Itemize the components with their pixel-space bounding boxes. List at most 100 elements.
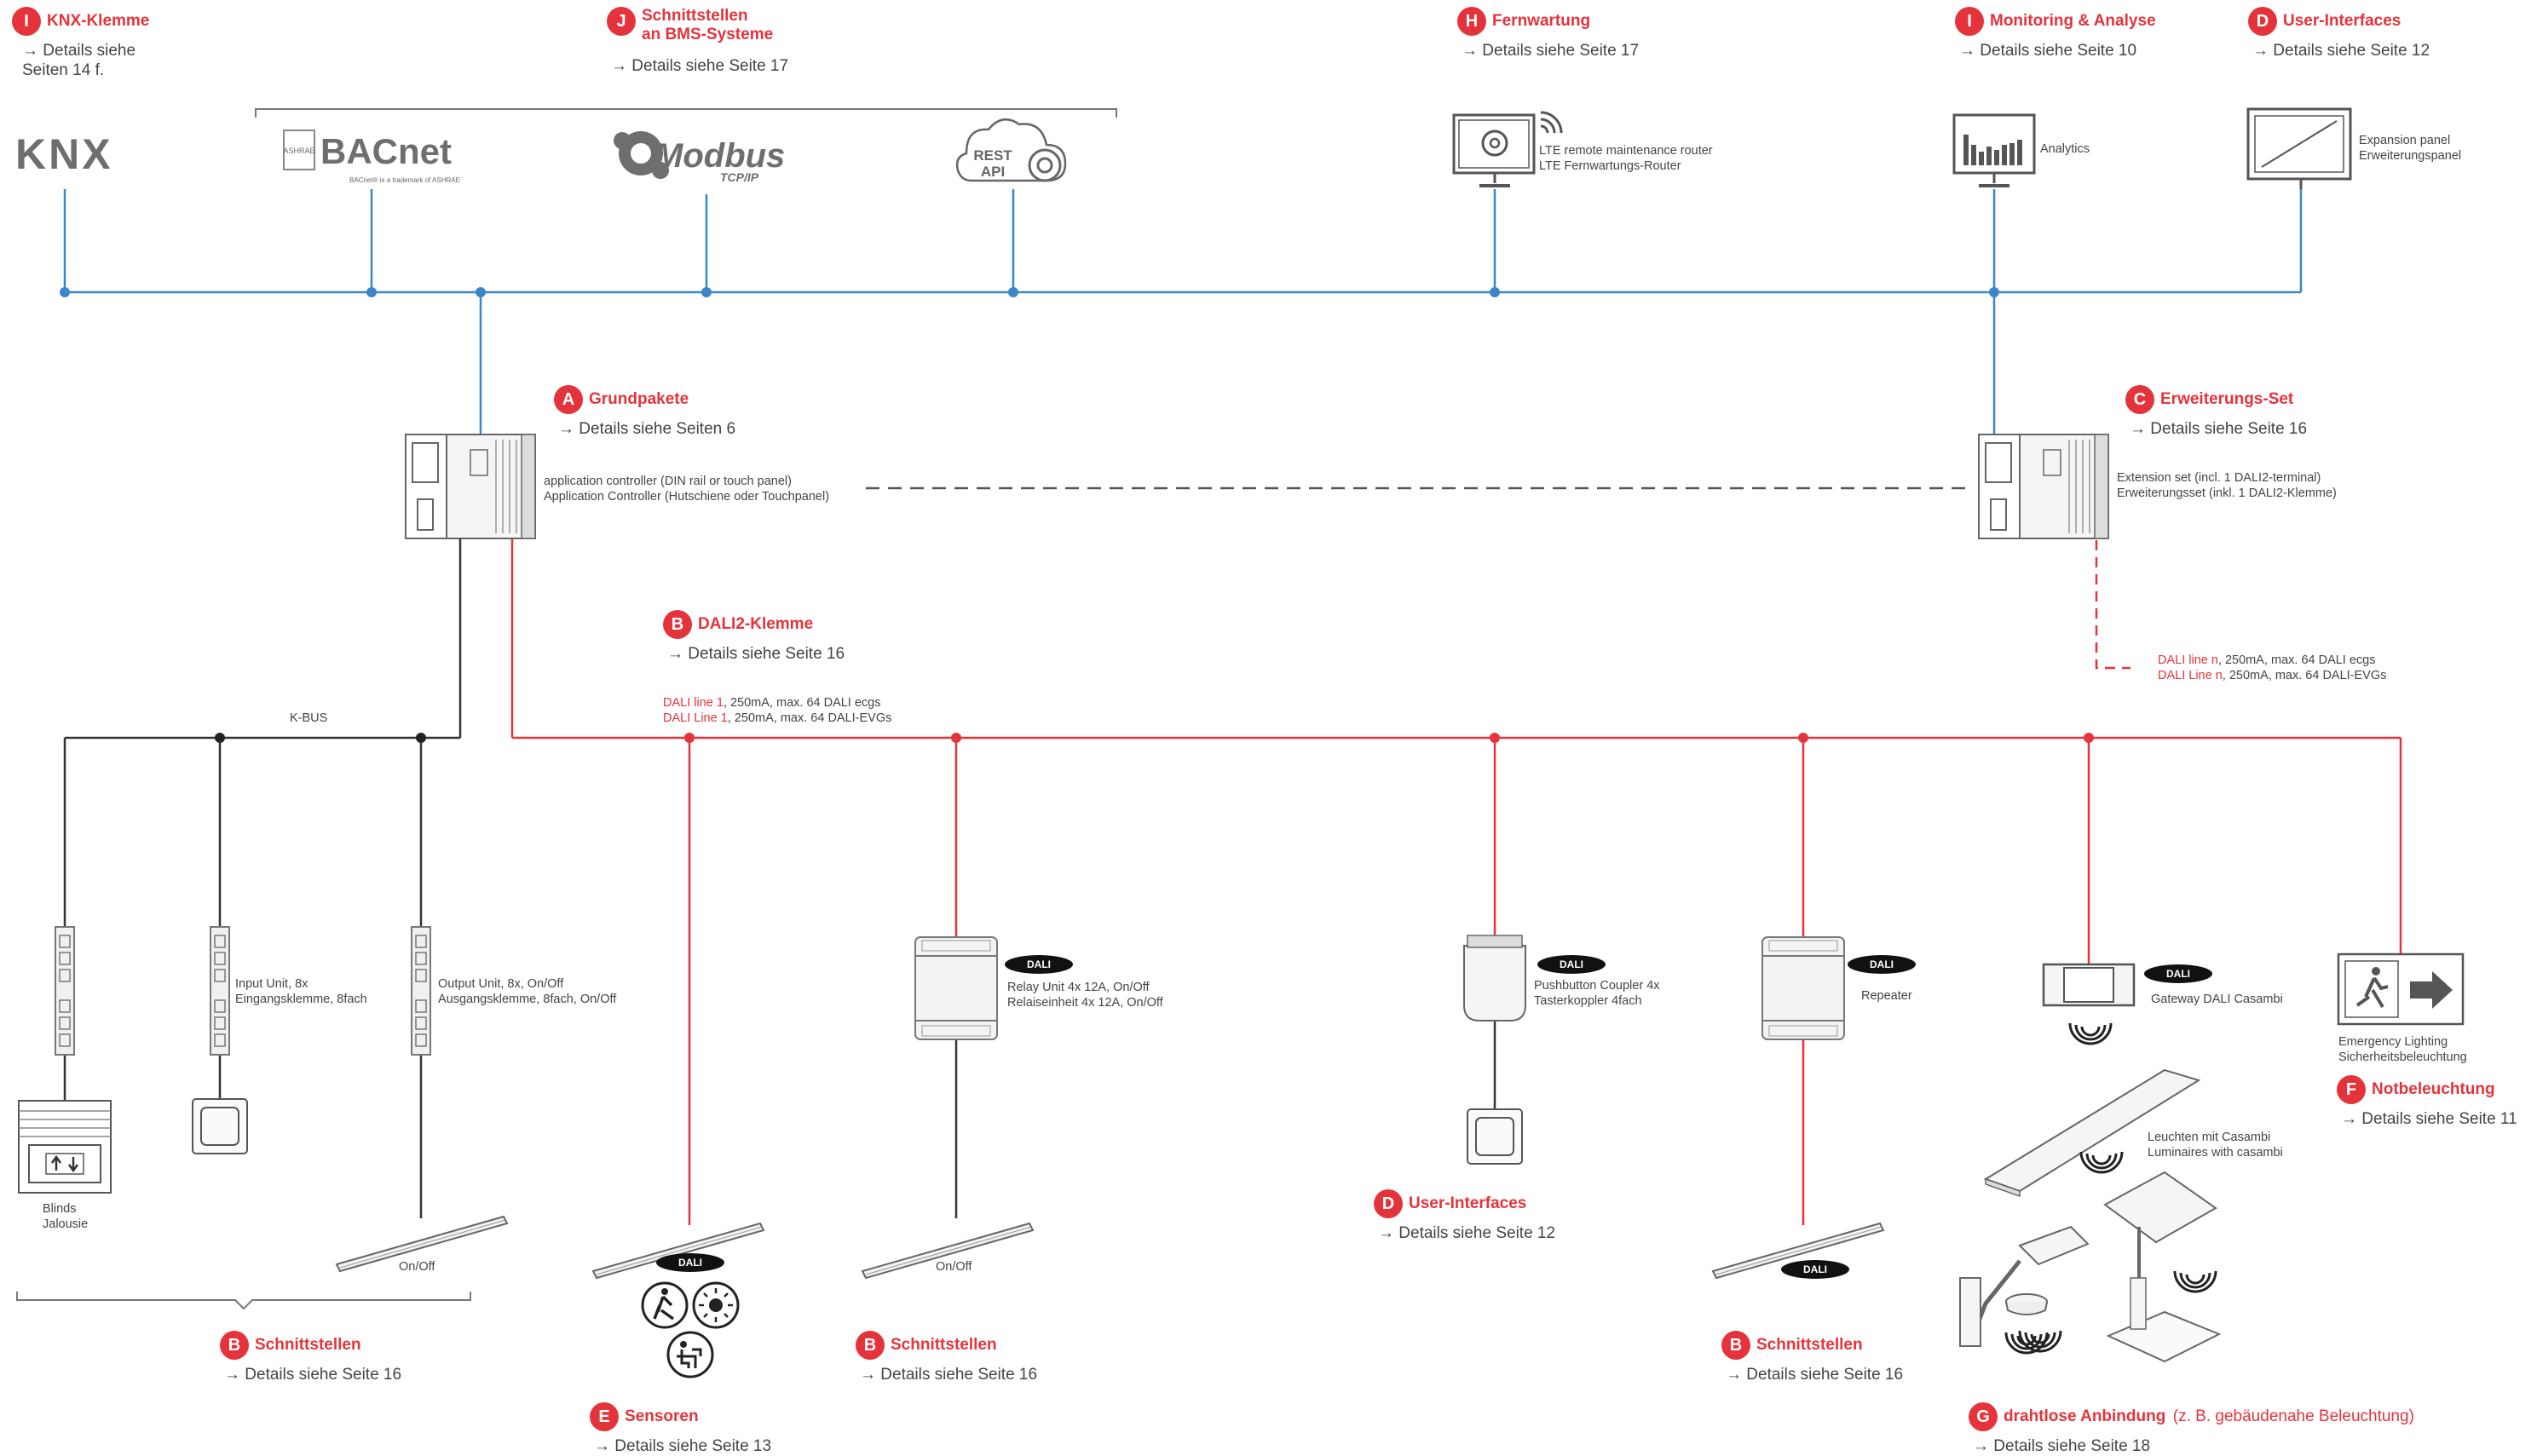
ip-bus	[63, 189, 2303, 434]
heading-title-line1: Schnittstellen	[642, 7, 748, 25]
badge-a: A	[554, 385, 583, 414]
svg-text:Modbus: Modbus	[654, 137, 785, 175]
svg-text:REST: REST	[973, 147, 1012, 164]
dali-line-n-dashed	[2095, 540, 2131, 670]
badge-g: G	[1969, 1402, 1998, 1431]
bacnet-logo: ASHRAE BACnet BACnet® is a trademark of …	[283, 129, 460, 184]
expansion-panel-icon	[2246, 107, 2352, 189]
details-link[interactable]: → Details siehe Seite 17	[611, 57, 789, 75]
dali-line-n-label: DALI line n, 250mA, max. 64 DALI ecgs DA…	[2158, 653, 2387, 682]
svg-text:DALI: DALI	[1027, 958, 1051, 970]
badge-d: D	[1374, 1189, 1403, 1218]
heading-title: Erweiterungs-Set	[2160, 390, 2294, 408]
sensor-workplace-icon	[666, 1331, 714, 1378]
bus-junctions	[60, 287, 1999, 297]
details-link[interactable]: → Details siehe Seite 16	[2130, 420, 2308, 438]
svg-text:BACnet: BACnet	[320, 131, 452, 171]
badge-i: I	[1955, 7, 1984, 36]
details-link[interactable]: → Details siehe Seite 12	[1378, 1224, 1556, 1242]
sensor-daylight-icon	[692, 1281, 740, 1329]
details-link-line1[interactable]: → Details siehe	[22, 42, 136, 60]
analytics-monitor-icon	[1952, 113, 2036, 187]
casambi-street-light-icon	[1959, 1225, 2090, 1347]
details-link[interactable]: → Details siehe Seite 17	[1462, 42, 1640, 60]
badge-j: J	[607, 7, 636, 36]
heading-title: Schnittstellen	[891, 1336, 997, 1354]
details-link[interactable]: → Details siehe Seite 10	[1959, 42, 2137, 60]
svg-text:BACnet® is a trademark of ASHR: BACnet® is a trademark of ASHRAE	[349, 176, 460, 184]
header-schnittstellen-2: B Schnittstellen → Details siehe Seite 16	[856, 1331, 1037, 1384]
heading-title: Notbeleuchtung	[2372, 1080, 2495, 1098]
svg-text:ASHRAE: ASHRAE	[283, 147, 314, 155]
details-link[interactable]: → Details siehe Seiten 6	[558, 420, 736, 438]
bms-bracket	[255, 108, 1117, 118]
k-bus	[63, 538, 462, 1218]
details-link[interactable]: → Details siehe Seite 18	[1973, 1437, 2151, 1455]
heading-title: Schnittstellen	[1756, 1336, 1863, 1354]
badge-b: B	[1721, 1331, 1750, 1360]
badge-b: B	[856, 1331, 885, 1360]
details-link[interactable]: → Details siehe Seite 16	[667, 645, 845, 663]
badge-h: H	[1457, 7, 1486, 36]
heading-suffix: (z. B. gebäudenahe Beleuchtung)	[2172, 1407, 2414, 1425]
details-link[interactable]: → Details siehe Seite 12	[2252, 42, 2430, 60]
details-link-line2[interactable]: Seiten 14 f.	[22, 61, 105, 79]
header-user-interfaces-mid: D User-Interfaces → Details siehe Seite 1…	[1374, 1189, 1555, 1243]
svg-text:API: API	[981, 164, 1005, 180]
repeater-label: Repeater	[1861, 989, 1912, 1003]
output-unit-icon	[411, 926, 431, 1056]
svg-text:TCP/IP: TCP/IP	[720, 170, 759, 184]
svg-text:DALI: DALI	[1560, 958, 1583, 970]
application-controller-icon	[405, 434, 536, 539]
details-link[interactable]: → Details siehe Seite 16	[224, 1366, 402, 1384]
heading-title: Fernwartung	[1492, 12, 1591, 30]
header-schnittstellen-3: B Schnittstellen → Details siehe Seite 16	[1721, 1331, 1903, 1384]
svg-text:DALI: DALI	[2166, 968, 2190, 980]
heading-title: Grundpakete	[589, 390, 689, 408]
heading-title: drahtlose Anbindung	[2004, 1407, 2166, 1425]
repeater-icon	[1761, 936, 1845, 1040]
rest-api-cloud-icon: REST API	[955, 118, 1067, 182]
gateway-label: Gateway DALI Casambi	[2151, 993, 2283, 1006]
badge-e: E	[590, 1402, 619, 1431]
extension-set-label: Extension set (incl. 1 DALI2-terminal)Er…	[2117, 471, 2337, 500]
heading-title: Schnittstellen	[255, 1336, 361, 1354]
remote-router-monitor-icon	[1452, 111, 1563, 187]
input-unit-icon	[210, 926, 230, 1056]
header-fernwartung: H Fernwartung → Details siehe Seite 17	[1457, 7, 1639, 60]
details-link[interactable]: → Details siehe Seite 11	[2341, 1110, 2517, 1128]
svg-text:DALI: DALI	[1870, 958, 1894, 970]
extension-set-icon	[1978, 434, 2109, 539]
pushbutton-coupler-icon	[1463, 935, 1526, 1022]
casambi-bollard-icon	[2103, 1171, 2222, 1363]
details-link[interactable]: → Details siehe Seite 16	[860, 1366, 1038, 1384]
heading-title: User-Interfaces	[1409, 1194, 1527, 1212]
badge-b: B	[663, 610, 692, 639]
dali-logos: DALI DALI DALI DALI DALI DALI	[656, 955, 2212, 1279]
k-bus-label: K-BUS	[290, 711, 328, 725]
gateway-icon	[2042, 963, 2136, 1045]
svg-text:DALI: DALI	[678, 1257, 702, 1269]
details-link[interactable]: → Details siehe Seite 16	[1726, 1366, 1904, 1384]
heading-title: KNX-Klemme	[47, 12, 150, 30]
knx-logo: KNX	[15, 130, 113, 178]
blinds-terminal-icon	[55, 926, 75, 1056]
details-link[interactable]: → Details siehe Seite 13	[594, 1437, 772, 1455]
